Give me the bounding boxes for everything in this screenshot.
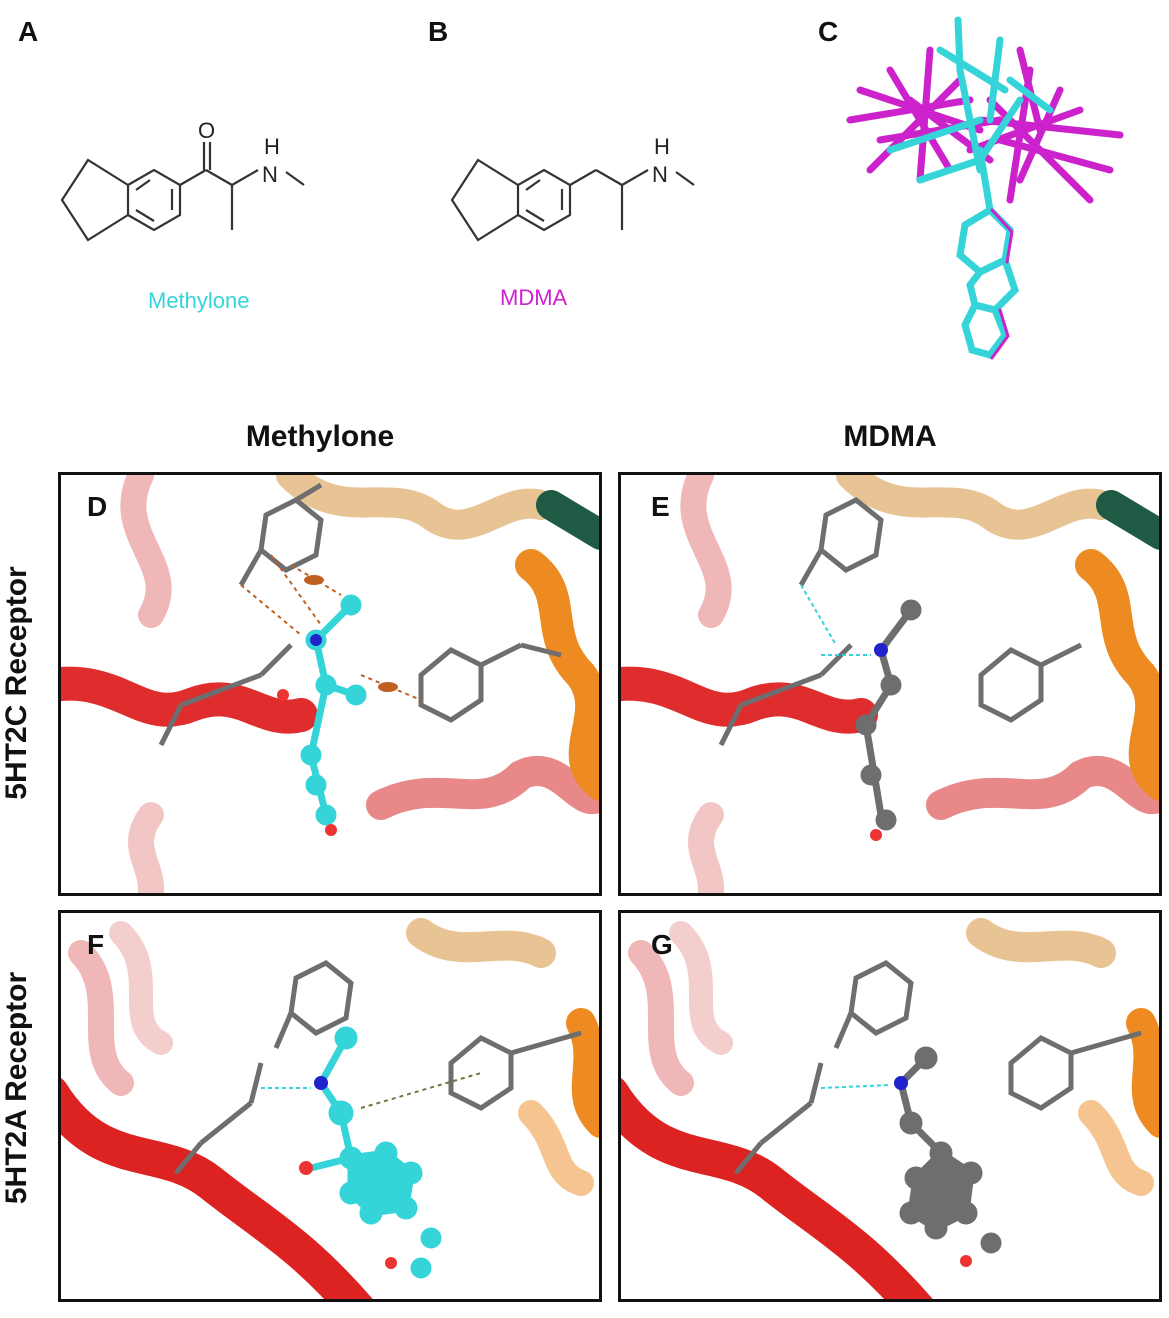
- column-header-mdma: MDMA: [843, 420, 937, 453]
- conformer-overlay: [846, 16, 1124, 360]
- mdma-name: MDMA: [500, 285, 568, 310]
- methylone-name: Methylone: [148, 288, 250, 313]
- methylone-structure: O H N: [60, 118, 305, 242]
- panel-label-c: C: [818, 16, 839, 47]
- panel-label-e: E: [651, 491, 670, 522]
- panel-label-f: F: [87, 929, 105, 960]
- hydrogen-atom: H: [264, 134, 280, 159]
- column-header-methylone: Methylone: [245, 420, 395, 453]
- nitrogen-atom: N: [262, 162, 278, 187]
- oxygen-atom: O: [198, 118, 215, 143]
- nitrogen-atom: N: [652, 162, 668, 187]
- panel-label-d: D: [87, 491, 108, 522]
- panel-g-5ht2a-mdma: G: [618, 910, 1162, 1302]
- panel-label-g: G: [651, 929, 673, 960]
- row-label-5ht2c: 5HT2C Receptor: [0, 566, 33, 800]
- panel-label-a: A: [18, 16, 39, 47]
- mdma-structure: H N: [450, 134, 695, 242]
- panel-e-5ht2c-mdma: E: [618, 472, 1162, 896]
- panel-f-5ht2a-methylone: F: [58, 910, 602, 1302]
- panel-d-5ht2c-methylone: D: [58, 472, 602, 896]
- row-label-5ht2a: 5HT2A Receptor: [0, 971, 33, 1205]
- hydrogen-atom: H: [654, 134, 670, 159]
- panel-label-b: B: [428, 16, 449, 47]
